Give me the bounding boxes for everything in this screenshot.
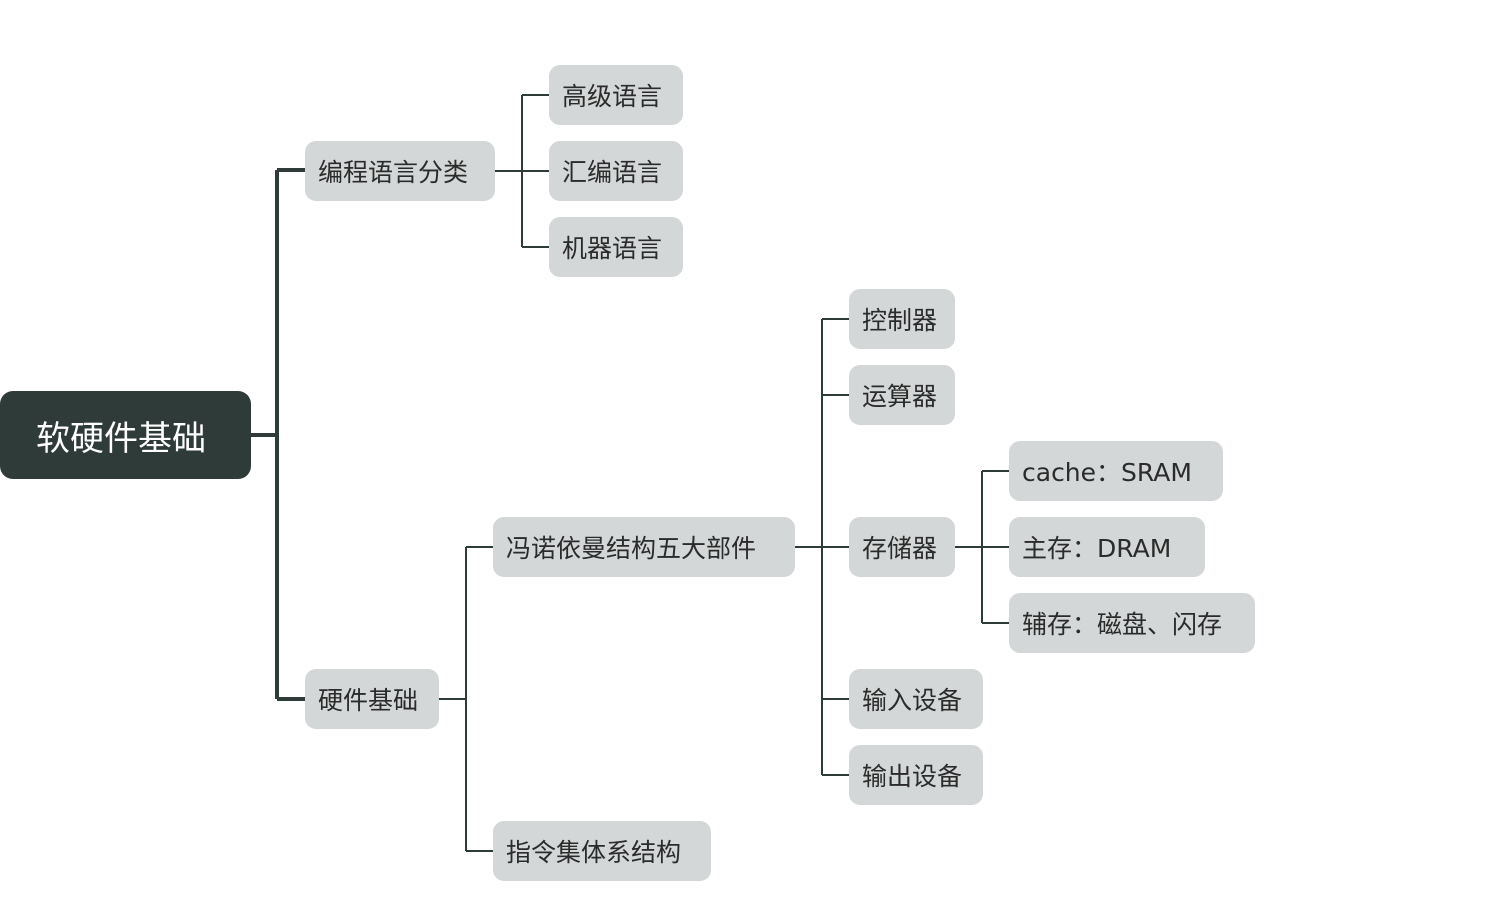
node-secondary-storage[interactable]: 辅存：磁盘、闪存	[1009, 593, 1255, 653]
node-programming-languages[interactable]: 编程语言分类	[305, 141, 495, 201]
connector-languages	[495, 94, 549, 248]
node-alu[interactable]: 运算器	[849, 365, 955, 425]
node-input-device[interactable]: 输入设备	[849, 669, 983, 729]
node-isa[interactable]: 指令集体系结构	[493, 821, 711, 881]
node-controller[interactable]: 控制器	[849, 289, 955, 349]
node-machine-language[interactable]: 机器语言	[549, 217, 683, 277]
node-output-device[interactable]: 输出设备	[849, 745, 983, 805]
node-memory[interactable]: 存储器	[849, 517, 955, 577]
node-von-neumann-components[interactable]: 冯诺依曼结构五大部件	[493, 517, 795, 577]
node-hardware-basics[interactable]: 硬件基础	[305, 669, 439, 729]
connector-root	[251, 168, 305, 701]
node-root[interactable]: 软硬件基础	[0, 391, 251, 479]
connector-memory	[955, 470, 1009, 624]
connector-von-neumann	[795, 318, 849, 776]
connector-hardware	[439, 546, 493, 852]
node-cache-sram[interactable]: cache：SRAM	[1009, 441, 1223, 501]
node-high-level-language[interactable]: 高级语言	[549, 65, 683, 125]
node-assembly-language[interactable]: 汇编语言	[549, 141, 683, 201]
node-main-memory-dram[interactable]: 主存：DRAM	[1009, 517, 1205, 577]
